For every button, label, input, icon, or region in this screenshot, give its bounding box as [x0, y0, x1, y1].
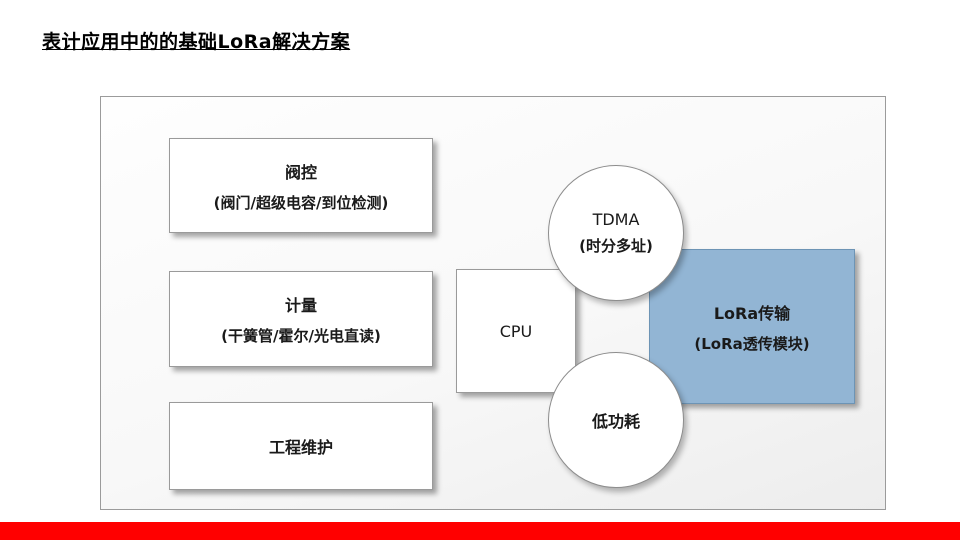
maintenance-title: 工程维护 [268, 438, 333, 457]
metering-subtitle: (干簧管/霍尔/光电直读) [221, 327, 381, 345]
page-title: 表计应用中的的基础LoRa解决方案 [42, 31, 351, 53]
low-power-title: 低功耗 [591, 412, 640, 431]
circle-low-power: 低功耗 [548, 352, 684, 488]
box-engineering-maintenance: 工程维护 [169, 402, 433, 490]
metering-title: 计量 [284, 296, 317, 315]
bottom-accent-bar [0, 522, 960, 540]
lora-title: LoRa传输 [713, 303, 791, 323]
box-lora-transmission: LoRa传输 (LoRa透传模块) [649, 249, 855, 404]
diagram-canvas: 阀控 (阀门/超级电容/到位检测) 计量 (干簧管/霍尔/光电直读) 工程维护 … [100, 96, 886, 510]
box-valve-control: 阀控 (阀门/超级电容/到位检测) [169, 138, 433, 233]
valve-control-subtitle: (阀门/超级电容/到位检测) [213, 193, 389, 212]
circle-tdma: TDMA (时分多址) [548, 165, 684, 301]
tdma-subtitle: (时分多址) [579, 237, 653, 255]
cpu-label: CPU [499, 321, 533, 341]
box-cpu: CPU [456, 269, 576, 393]
lora-subtitle: (LoRa透传模块) [694, 334, 810, 353]
box-metering: 计量 (干簧管/霍尔/光电直读) [169, 271, 433, 367]
valve-control-title: 阀控 [284, 162, 317, 182]
tdma-title: TDMA [592, 210, 640, 229]
